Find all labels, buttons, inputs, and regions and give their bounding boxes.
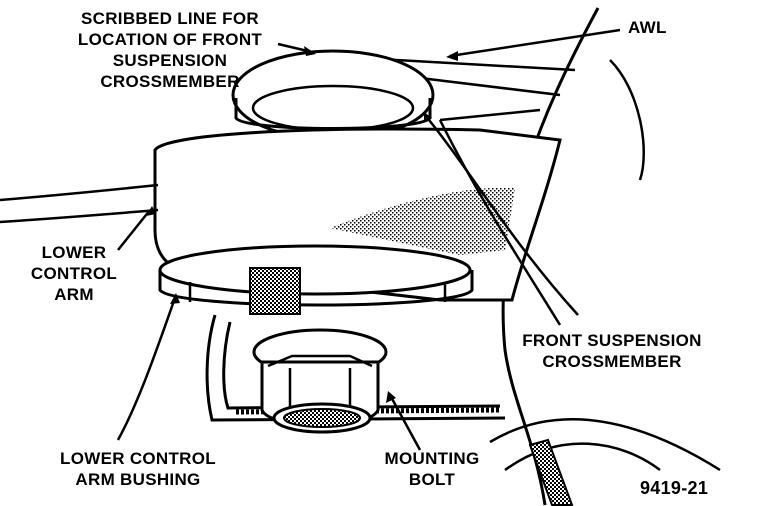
label-lower-control-arm: LOWER CONTROL ARM [30, 243, 118, 304]
label-lower-control-arm-bushing: LOWER CONTROL ARM BUSHING [60, 449, 216, 489]
leader-front-crossmember-a [424, 114, 579, 316]
label-mounting-bolt: MOUNTING BOLT [384, 449, 480, 489]
top-bushing-washer [231, 49, 435, 141]
leader-front-crossmember-b [438, 119, 562, 326]
mounting-bolt-nut [252, 328, 388, 434]
leader-lower-control-arm [117, 209, 151, 251]
figure-id: 9419-21 [640, 478, 709, 498]
label-front-suspension-crossmember: FRONT SUSPENSION CROSSMEMBER [522, 331, 702, 371]
label-awl: AWL [628, 18, 667, 37]
leader-arrowheads [146, 46, 458, 403]
lower-bushing-shape [158, 244, 474, 315]
label-scribbed-line: SCRIBBED LINE FOR LOCATION OF FRONT SUSP… [77, 9, 263, 91]
leader-bushing [116, 297, 177, 441]
leader-awl [449, 28, 621, 58]
crossmember-slot [528, 438, 574, 506]
leader-lines [116, 28, 621, 451]
leader-mounting-bolt [388, 394, 422, 451]
